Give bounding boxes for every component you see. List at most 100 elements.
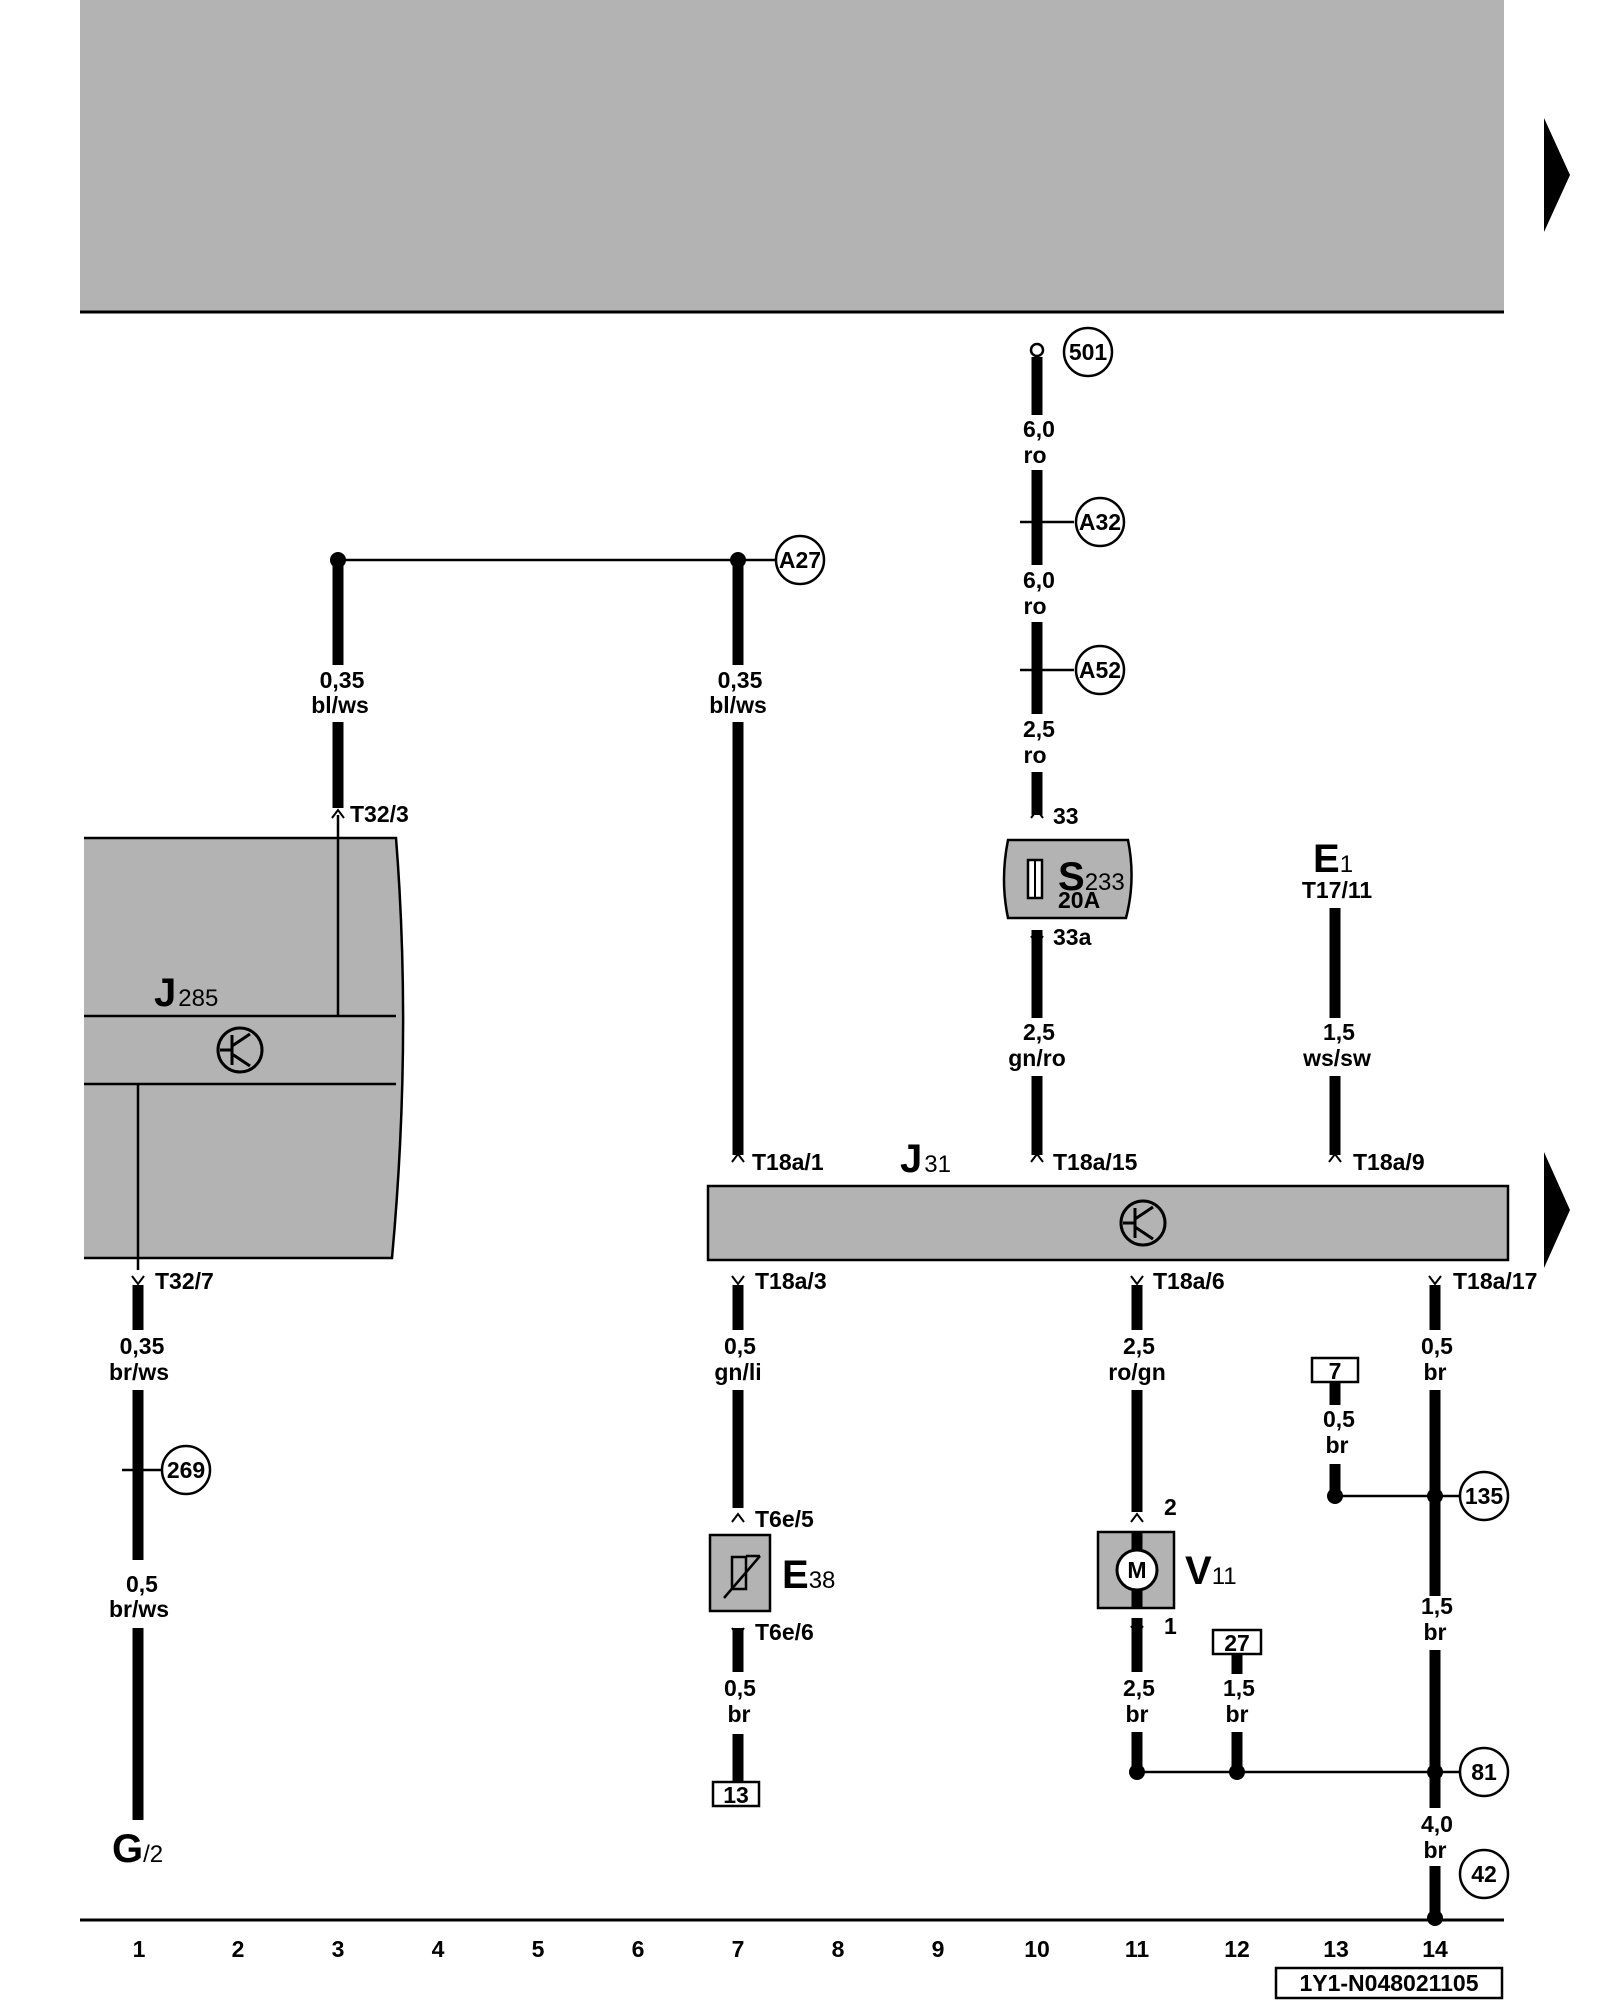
grid-number: 3 — [332, 1936, 345, 1962]
ground-box-13: 13 — [711, 1780, 761, 1808]
s233-label: S233 — [1058, 855, 1125, 899]
wire-size-label: 6,0 — [1023, 416, 1055, 442]
wire-color-label: ro — [1024, 742, 1047, 768]
pin-label: 2 — [1164, 1494, 1177, 1520]
svg-text:7: 7 — [1329, 1358, 1342, 1384]
pin-label: 33 — [1053, 803, 1079, 829]
grid-number: 6 — [632, 1936, 645, 1962]
wire-color-label: br — [1126, 1701, 1149, 1727]
connection-ref-a27: A27 — [774, 534, 826, 586]
svg-text:A52: A52 — [1079, 657, 1121, 683]
pin-label: T18a/1 — [752, 1149, 824, 1175]
wire-color-label: br — [728, 1701, 751, 1727]
electronic-symbol-icon — [1119, 1199, 1167, 1247]
wire-size-label: 0,35 — [718, 667, 763, 693]
wire-size-label: 1,5 — [1421, 1593, 1453, 1619]
wire-size-label: 0,5 — [1323, 1406, 1355, 1432]
wire-size-label: 0,5 — [724, 1333, 756, 1359]
svg-text:A32: A32 — [1079, 509, 1121, 535]
wire-color-label: br/ws — [109, 1359, 169, 1385]
ground-box-7: 7 — [1310, 1356, 1360, 1384]
junction-dot — [1229, 1764, 1245, 1780]
wire-color-label: br — [1424, 1837, 1447, 1863]
wire-color-label: gn/ro — [1008, 1045, 1066, 1071]
g2-label: G/2 — [112, 1827, 163, 1871]
wire-size-label: 2,5 — [1123, 1675, 1155, 1701]
e1-label: E1 — [1313, 837, 1353, 881]
wire-color-label: br — [1424, 1619, 1447, 1645]
grid-number: 2 — [232, 1936, 245, 1962]
grid-number: 9 — [932, 1936, 945, 1962]
grid-numbers: 1 2 3 4 5 6 7 8 9 10 11 12 13 14 — [133, 1936, 1448, 1962]
wire-color-label: gn/li — [714, 1359, 761, 1385]
svg-text:13: 13 — [723, 1782, 749, 1808]
svg-text:135: 135 — [1465, 1483, 1504, 1509]
grid-number: 1 — [133, 1936, 146, 1962]
pin-label: T6e/6 — [755, 1619, 814, 1645]
wire-color-label: bl/ws — [311, 692, 369, 718]
wire-color-label: ws/sw — [1302, 1045, 1371, 1071]
pin-label: 1 — [1164, 1613, 1177, 1639]
variable-resistor-icon — [723, 1554, 761, 1599]
wire-color-label: bl/ws — [709, 692, 767, 718]
grid-number: 13 — [1323, 1936, 1349, 1962]
wire-size-label: 0,5 — [724, 1675, 756, 1701]
svg-text:M: M — [1127, 1557, 1146, 1583]
wire-size-label: 0,35 — [320, 667, 365, 693]
j285-component-body — [84, 836, 405, 1260]
pin-label: T32/3 — [350, 801, 409, 827]
connection-ref-501: 501 — [1062, 326, 1114, 378]
pin-label: T18a/3 — [755, 1268, 827, 1294]
wire-size-label: 0,35 — [120, 1333, 165, 1359]
pin-label: T18a/17 — [1453, 1268, 1537, 1294]
grid-number: 12 — [1224, 1936, 1250, 1962]
j285-label: J285 — [154, 971, 218, 1015]
grid-number: 4 — [432, 1936, 445, 1962]
junction-dot — [1129, 1764, 1145, 1780]
svg-text:1Y1-N048021105: 1Y1-N048021105 — [1299, 1970, 1478, 1996]
pin-label: 33a — [1053, 924, 1092, 950]
pin-label: T18a/9 — [1353, 1149, 1425, 1175]
v11-label: V11 — [1185, 1549, 1237, 1593]
wire-size-label: 1,5 — [1223, 1675, 1255, 1701]
header-panel — [80, 0, 1504, 312]
connection-ref-135: 135 — [1458, 1470, 1510, 1522]
wire-size-label: 2,5 — [1023, 1019, 1055, 1045]
wire-color-label: br/ws — [109, 1596, 169, 1622]
pin-label: T32/7 — [155, 1268, 214, 1294]
wire-color-label: ro — [1024, 593, 1047, 619]
wire-color-label: br — [1326, 1432, 1349, 1458]
grid-number: 14 — [1422, 1936, 1448, 1962]
pin-arrow-icons — [131, 808, 1442, 1638]
svg-text:A27: A27 — [779, 547, 821, 573]
wire-size-label: 0,5 — [1421, 1333, 1453, 1359]
wire-color-label: ro — [1024, 442, 1047, 468]
ground-box-27: 27 — [1211, 1628, 1263, 1656]
continuation-arrow-top-icon — [1544, 118, 1570, 232]
grid-number: 10 — [1024, 1936, 1050, 1962]
j31-component-body — [706, 1184, 1510, 1262]
wire-color-label: ro/gn — [1108, 1359, 1166, 1385]
junction-dot — [1327, 1488, 1343, 1504]
terminal-open-icon — [1029, 342, 1045, 358]
wire-size-label: 4,0 — [1421, 1811, 1453, 1837]
wire-size-label: 1,5 — [1323, 1019, 1355, 1045]
wire-color-label: br — [1226, 1701, 1249, 1727]
pin-label: T18a/15 — [1053, 1149, 1138, 1175]
e38-label: E38 — [782, 1553, 835, 1597]
svg-text:81: 81 — [1471, 1759, 1497, 1785]
connection-ref-a52: A52 — [1074, 644, 1126, 696]
s233-rating: 20A — [1058, 887, 1100, 913]
junction-dot — [1427, 1910, 1443, 1926]
electronic-symbol-icon — [216, 1026, 264, 1074]
grid-number: 5 — [532, 1936, 545, 1962]
motor-icon: M — [1115, 1548, 1159, 1592]
continuation-arrow-mid-icon — [1544, 1152, 1570, 1268]
e1-pin-label: T17/11 — [1302, 877, 1373, 903]
svg-text:27: 27 — [1224, 1630, 1250, 1656]
junction-dot — [1427, 1488, 1443, 1504]
document-code: 1Y1-N048021105 — [1274, 1966, 1504, 2000]
pin-label: T18a/6 — [1153, 1268, 1225, 1294]
wire-size-label: 2,5 — [1023, 716, 1055, 742]
